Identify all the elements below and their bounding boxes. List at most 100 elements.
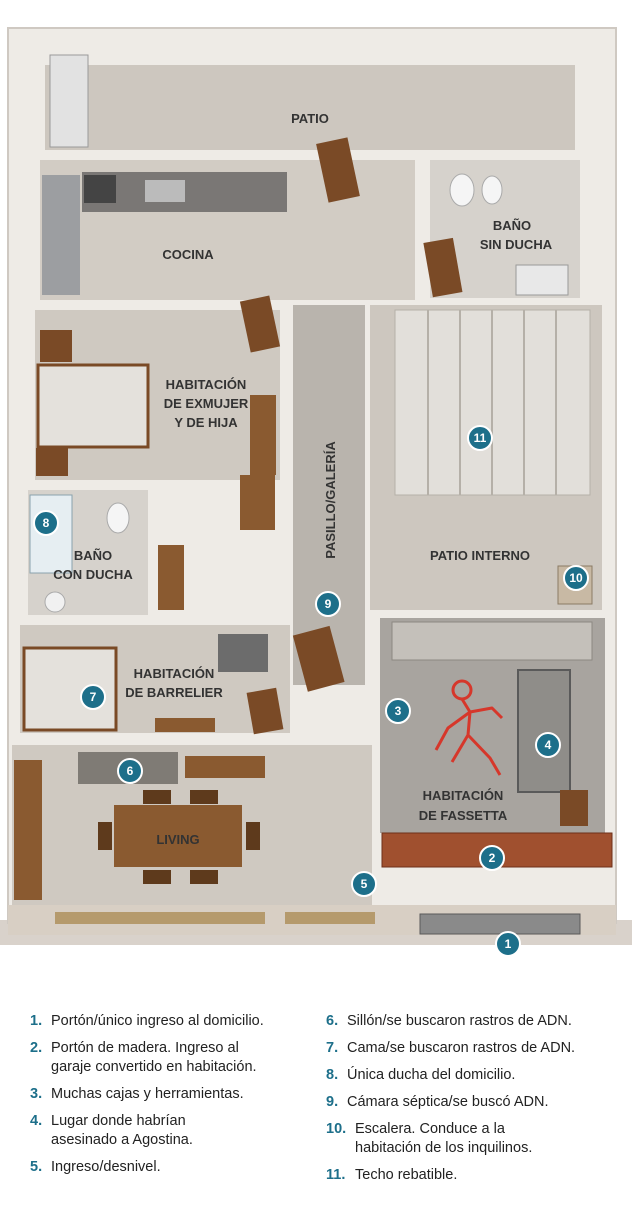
label-bano-con-ducha-2: CON DUCHA [53, 567, 133, 582]
marker-1: 1 [495, 931, 521, 957]
barrelier-door [246, 687, 284, 735]
label-patio-interno: PATIO INTERNO [430, 548, 530, 563]
label-exmujer-1: HABITACIÓN [166, 377, 247, 392]
label-barrelier-2: DE BARRELIER [125, 685, 223, 700]
patio-door [316, 137, 360, 203]
legend-num: 6. [326, 1013, 339, 1029]
legend-right-column: 6. Sillón/se buscaron rastros de ADN. 7. C… [326, 1012, 620, 1193]
habitacion-exmujer-door [239, 295, 281, 353]
svg-text:8: 8 [43, 516, 50, 530]
legend-num: 2. [30, 1040, 43, 1056]
label-barrelier-1: HABITACIÓN [134, 666, 215, 681]
legend-num: 8. [326, 1067, 339, 1083]
roof-slats [427, 310, 557, 495]
fassetta-nightstand [560, 790, 588, 826]
chairs [98, 790, 260, 884]
cabinet [158, 545, 184, 610]
marker-5: 5 [351, 871, 377, 897]
kitchen-fridge [42, 175, 80, 295]
pasillo-floor [293, 305, 365, 685]
patio-sink [49, 54, 89, 148]
legend-text: Cámara séptica/se buscó ADN. [347, 1094, 549, 1110]
facade-window-2 [285, 912, 375, 924]
dining-table [114, 805, 242, 867]
legend-num: 7. [326, 1040, 339, 1056]
label-exmujer-3: Y DE HIJA [174, 415, 238, 430]
legend-text: Muchas cajas y herramientas. [51, 1086, 244, 1102]
legend-text: Sillón/se buscaron rastros de ADN. [347, 1013, 572, 1029]
svg-text:2: 2 [489, 851, 496, 865]
nightstand [40, 330, 72, 362]
svg-text:9: 9 [325, 597, 332, 611]
stove-icon [84, 175, 116, 203]
bidet-icon [481, 175, 503, 205]
front-gate [419, 913, 581, 935]
marker-3: 3 [385, 698, 411, 724]
sink-2-icon [44, 591, 66, 613]
label-fassetta-2: DE FASSETTA [419, 808, 508, 823]
legend-item-3: 3. Muchas cajas y herramientas. [30, 1085, 320, 1104]
patio-floor [45, 65, 575, 150]
legend-num: 9. [326, 1094, 339, 1110]
svg-text:11: 11 [474, 431, 487, 445]
svg-text:6: 6 [127, 764, 134, 778]
label-bano-con-ducha-1: BAÑO [74, 548, 112, 563]
marker-7: 7 [80, 684, 106, 710]
fassetta-bed [517, 669, 571, 793]
legend-left-column: 1.Portón/único ingreso al domicilio. 2. P… [30, 1012, 320, 1185]
nightstand-2 [36, 448, 68, 476]
label-bano-sin-ducha-1: BAÑO [493, 218, 531, 233]
facade-window [55, 912, 265, 924]
marker-10: 10 [563, 565, 589, 591]
svg-text:7: 7 [90, 690, 97, 704]
legend-item-5: 5. Ingreso/desnivel. [30, 1158, 320, 1177]
legend-text: Ingreso/desnivel. [51, 1159, 161, 1175]
legend-num: 5. [30, 1159, 43, 1175]
desk [240, 475, 275, 530]
svg-text:1: 1 [505, 937, 512, 951]
legend-item-1: 1.Portón/único ingreso al domicilio. [30, 1012, 320, 1031]
washbasin-icon [515, 264, 569, 296]
svg-text:3: 3 [395, 704, 402, 718]
legend-item-7: 7. Cama/se buscaron rastros de ADN. [326, 1039, 620, 1058]
chalk-outline-icon [434, 679, 504, 776]
toilet-icon [449, 173, 475, 207]
marker-11: 11 [467, 425, 493, 451]
svg-text:4: 4 [545, 738, 552, 752]
floor-plan: PATIO COCINA BAÑO SIN DUCHA HABITACIÓN D… [0, 27, 632, 957]
legend-text: Portón/único ingreso al domicilio. [51, 1013, 264, 1029]
marker-6: 6 [117, 758, 143, 784]
legend-item-8: 8. Única ducha del domicilio. [326, 1066, 620, 1085]
marker-4: 4 [535, 732, 561, 758]
legend-num: 3. [30, 1086, 43, 1102]
legend-item-11: 11.Techo rebatible. [326, 1166, 620, 1185]
legend-item-9: 9. Cámara séptica/se buscó ADN. [326, 1093, 620, 1112]
label-bano-sin-ducha-2: SIN DUCHA [480, 237, 553, 252]
label-cocina: COCINA [162, 247, 214, 262]
marker-8: 8 [33, 510, 59, 536]
label-exmujer-2: DE EXMUJER [164, 396, 249, 411]
barrelier-desk [218, 634, 268, 672]
legend-text: Techo rebatible. [355, 1167, 458, 1183]
bano-door [423, 237, 463, 298]
barrelier-shelf [155, 718, 215, 732]
label-patio: PATIO [291, 111, 329, 126]
legend-item-6: 6. Sillón/se buscaron rastros de ADN. [326, 1012, 620, 1031]
marker-9: 9 [315, 591, 341, 617]
tv-unit [185, 756, 265, 778]
pasillo-door [292, 625, 345, 692]
label-fassetta-1: HABITACIÓN [423, 788, 504, 803]
legend-text: Única ducha del domicilio. [347, 1067, 516, 1083]
toilet-2-icon [106, 502, 130, 534]
marker-2: 2 [479, 845, 505, 871]
svg-text:10: 10 [569, 571, 583, 585]
legend-text: Cama/se buscaron rastros de ADN. [347, 1040, 576, 1056]
wardrobe [250, 395, 276, 475]
legend-num: 4. [30, 1113, 43, 1129]
living-cabinet [14, 760, 42, 900]
svg-text:5: 5 [361, 877, 368, 891]
